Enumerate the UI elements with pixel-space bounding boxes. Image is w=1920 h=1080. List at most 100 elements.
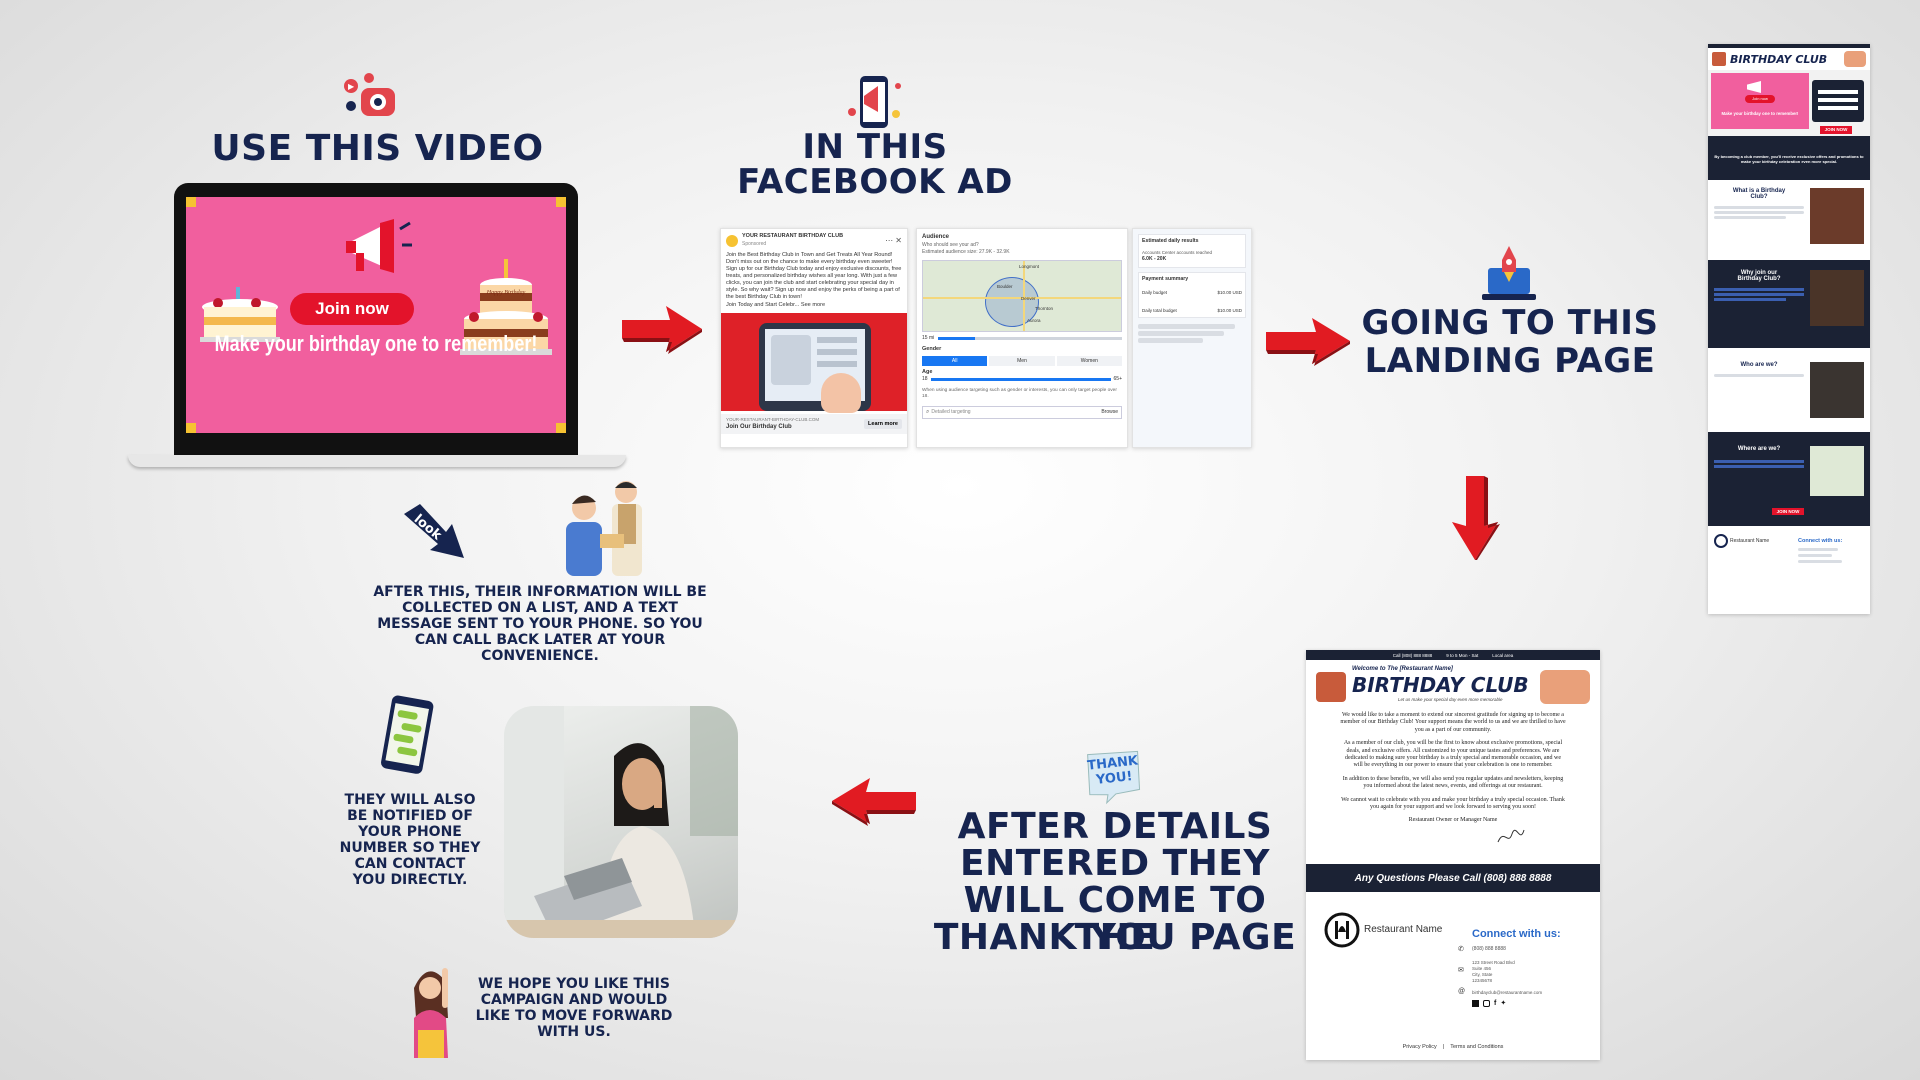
notified-note-line-1: THEY WILL ALSO xyxy=(344,792,476,808)
detailed-targeting-input[interactable]: Detailed targeting xyxy=(931,408,971,415)
landing-title: BIRTHDAY CLUB xyxy=(1730,53,1828,66)
age-label: Age xyxy=(922,368,933,375)
ty-questions-bar: Any Questions Please Call (808) 888 8888 xyxy=(1306,864,1600,892)
ad-page-name: YOUR RESTAURANT BIRTHDAY CLUB xyxy=(742,233,844,239)
look-arrow-sticker: look xyxy=(400,504,470,564)
ty-address-1: 123 Street Road Blvd xyxy=(1472,960,1515,965)
learn-more-button[interactable]: Learn more xyxy=(864,418,902,429)
landing-footer-logo xyxy=(1714,534,1728,548)
ty-email: birthdayclub@restaurantname.com xyxy=(1472,990,1543,995)
ty-para-1: We would like to take a moment to extend… xyxy=(1340,712,1566,733)
landing-section-4: Where are we? xyxy=(1737,446,1781,452)
going-to-heading: GOING TO THIS xyxy=(1361,303,1659,343)
audience-title: Audience xyxy=(922,234,950,240)
map-place-2: Boulder xyxy=(997,283,1013,289)
footer-separator: | xyxy=(1442,1044,1445,1050)
hope-note-line-3: LIKE TO MOVE FORWARD xyxy=(475,1008,673,1024)
gender-all-option[interactable]: All xyxy=(922,355,988,366)
mail-icon: ✉ xyxy=(1458,967,1464,974)
search-icon: ⌕ xyxy=(926,408,930,415)
ad-creative-image xyxy=(721,312,907,413)
audience-estimated: Estimated audience size: 27.9K - 32.9K xyxy=(922,249,1010,255)
arrow-left-icon xyxy=(832,776,916,826)
landing-join-button-2[interactable]: JOIN NOW xyxy=(1772,508,1804,515)
facebook-ad-heading: FACEBOOK AD xyxy=(737,162,1013,202)
phone-megaphone-icon xyxy=(846,74,904,130)
collected-note-line-1: AFTER THIS, THEIR INFORMATION WILL BE xyxy=(373,584,707,600)
instagram-icon[interactable] xyxy=(1483,1000,1490,1007)
privacy-policy-link[interactable]: Privacy Policy xyxy=(1402,1044,1437,1050)
ty-address-3: City, State xyxy=(1472,972,1493,977)
ty-address-4: 12345678 xyxy=(1472,978,1493,983)
facebook-icon[interactable]: f xyxy=(1494,1000,1497,1007)
landing-footer-connect: Connect with us: xyxy=(1798,538,1843,544)
landing-photo-2 xyxy=(1810,270,1864,326)
map-place-3: Aurora xyxy=(1027,317,1041,323)
signature-icon xyxy=(1496,826,1526,848)
ty-address-2: Suite 456 xyxy=(1472,966,1492,971)
audience-panel: Audience Who should see your ad? Estimat… xyxy=(916,228,1128,448)
results-label: Accounts Center accounts reached xyxy=(1142,249,1213,255)
notified-note-line-5: CAN CONTACT xyxy=(354,856,466,872)
at-icon: @ xyxy=(1458,988,1466,995)
ad-body-text: Join the Best Birthday Club in Town and … xyxy=(726,252,902,300)
results-title: Estimated daily results xyxy=(1142,238,1199,244)
ty-logo-cake xyxy=(1316,672,1346,702)
landing-page-preview: BIRTHDAY CLUB Join now Make your birthda… xyxy=(1708,44,1870,614)
ty-questions: Any Questions Please Call (808) 888 8888 xyxy=(1354,872,1552,884)
daily-total-value: $10.00 USD xyxy=(1217,307,1242,313)
ty-topbar-phone: Call (808) 888 8888 xyxy=(1392,652,1433,658)
join-now-button[interactable]: Join now xyxy=(290,293,414,325)
people-handshake-illustration xyxy=(556,476,656,576)
in-this-heading: IN THIS xyxy=(802,127,948,167)
thank-you-page-preview: Call (808) 888 8888 9 to 5 Mon - Sat Loc… xyxy=(1306,650,1600,1060)
ty-subtitle: Let us make your special day even more m… xyxy=(1398,697,1503,702)
targeting-note: When using audience targeting such as ge… xyxy=(922,387,1117,399)
landing-band-text: By becoming a club member, you'll receiv… xyxy=(1714,154,1864,164)
audience-subtitle: Who should see your ad? xyxy=(922,241,979,248)
landing-map[interactable] xyxy=(1810,446,1864,496)
ty-connect: Connect with us: xyxy=(1472,928,1561,940)
ty-people xyxy=(1540,670,1590,704)
ty-signoff: Restaurant Owner or Manager Name xyxy=(1408,817,1498,824)
radius-slider[interactable] xyxy=(938,336,1122,340)
twitter-icon[interactable]: ✦ xyxy=(1500,1000,1507,1007)
ty-topbar-hours: 9 to 5 Mon - Sat xyxy=(1446,652,1479,658)
landing-hero-join[interactable]: Join now xyxy=(1745,95,1775,103)
landing-people xyxy=(1844,51,1866,67)
age-max: 65+ xyxy=(1113,376,1122,382)
daily-budget-value: $10.00 USD xyxy=(1217,290,1242,295)
landing-form[interactable] xyxy=(1812,80,1864,122)
landing-section-1: What is a Birthday Club? xyxy=(1732,188,1786,200)
ty-restaurant-name: Restaurant Name xyxy=(1364,924,1443,935)
gender-men-option[interactable]: Men xyxy=(989,355,1055,366)
results-value: 6.0K - 20K xyxy=(1142,256,1167,262)
ty-welcome: Welcome to The [Restaurant Name] xyxy=(1352,666,1453,672)
landing-hero-video[interactable]: Join now Make your birthday one to remem… xyxy=(1711,73,1809,129)
age-min: 18 xyxy=(922,376,928,382)
ad-see-more[interactable]: Join Today and Start Celebr... See more xyxy=(726,302,826,308)
video-tagline: Make your birthday one to remember! xyxy=(214,331,538,356)
landing-band: By becoming a club member, you'll receiv… xyxy=(1708,136,1870,180)
laptop-video-mockup: Happy Birthday Join now Make your birthd… xyxy=(128,183,626,467)
browse-button[interactable]: Browse xyxy=(1101,408,1118,415)
ad-domain: YOUR-RESTAURANT-BIRTHDAY-CLUB.COM xyxy=(726,417,820,422)
notified-note-line-4: NUMBER SO THEY xyxy=(339,840,481,856)
audience-map[interactable]: Longmont Boulder Aurora Denver Thornton xyxy=(922,259,1122,332)
landing-logo-cake xyxy=(1712,52,1726,66)
terms-link[interactable]: Terms and Conditions xyxy=(1450,1044,1504,1050)
payment-title: Payment summary xyxy=(1142,275,1189,282)
landing-join-button[interactable]: JOIN NOW xyxy=(1820,126,1852,134)
ty-para-3: In addition to these benefits, we will a… xyxy=(1342,775,1564,790)
close-icon[interactable]: ⋯ ✕ xyxy=(885,236,902,245)
ad-sponsored: Sponsored xyxy=(742,240,767,247)
age-slider[interactable] xyxy=(930,378,1111,382)
gender-label: Gender xyxy=(922,346,942,352)
daily-budget-label: Daily budget xyxy=(1142,290,1168,295)
linkedin-icon[interactable] xyxy=(1472,1000,1479,1007)
map-place-1: Longmont xyxy=(1019,263,1040,269)
ty-phone: (808) 888 8888 xyxy=(1472,946,1506,952)
hope-note-line-2: CAMPAIGN AND WOULD xyxy=(480,992,668,1008)
after-details-line-1: AFTER DETAILS xyxy=(957,806,1273,847)
gender-women-option[interactable]: Women xyxy=(1056,355,1122,366)
